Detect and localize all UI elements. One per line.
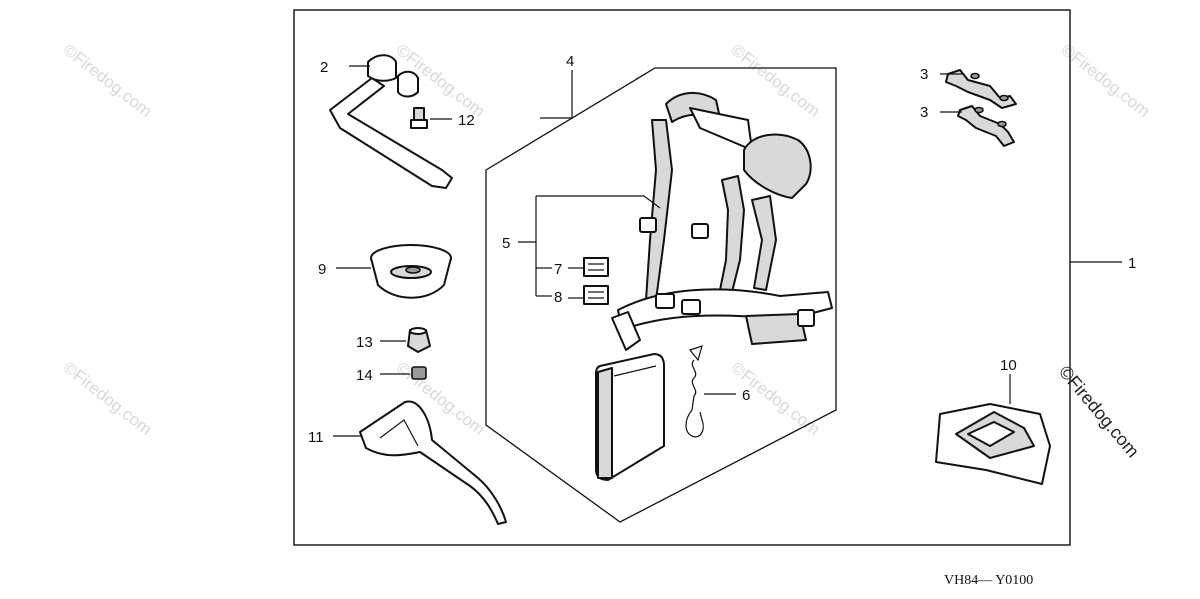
part-2-stay-arm [329, 54, 453, 189]
callout-11: 11 [308, 429, 324, 446]
part-3-clamp-upper [940, 69, 1017, 109]
callout-5: 5 [502, 235, 510, 252]
leader-lines [518, 70, 1122, 297]
watermark: ©Firedog.com [1058, 40, 1154, 121]
harness-panel [485, 67, 837, 523]
part-7-tag [568, 257, 609, 277]
callout-6: 6 [742, 387, 750, 404]
part-14-nut [380, 366, 427, 380]
callout-10: 10 [1000, 357, 1017, 374]
assembly-frame [293, 9, 1071, 546]
callout-3-upper: 3 [920, 66, 928, 83]
part-6-hook-spring [685, 345, 736, 438]
watermark-main: ©Firedog.com [1055, 362, 1143, 462]
diagram-code: VH84— Y0100 [944, 573, 1033, 588]
watermark: ©Firedog.com [60, 358, 156, 439]
callout-12: 12 [458, 112, 475, 129]
watermark: ©Firedog.com [60, 40, 156, 121]
callout-7: 7 [554, 261, 562, 278]
callout-labels: 1 2 3 3 4 5 6 7 8 9 10 11 12 13 14 [308, 53, 1136, 446]
callout-14: 14 [356, 367, 373, 384]
callout-8: 8 [554, 289, 562, 306]
part-11-hook [333, 400, 507, 525]
callout-13: 13 [356, 334, 373, 351]
callout-1: 1 [1128, 255, 1136, 272]
part-3-clamp-lower [940, 105, 1015, 147]
part-9-cup [336, 244, 452, 299]
callout-2: 2 [320, 59, 328, 76]
part-12-screw [410, 107, 452, 129]
part-8-tag [568, 285, 609, 305]
watermark: ©Firedog.com [728, 40, 824, 121]
part-13-nut [380, 327, 431, 353]
callout-3-lower: 3 [920, 104, 928, 121]
part-10-cover [935, 374, 1051, 485]
callout-9: 9 [318, 261, 326, 278]
callout-4: 4 [566, 53, 574, 70]
part-4-harness [595, 92, 833, 481]
